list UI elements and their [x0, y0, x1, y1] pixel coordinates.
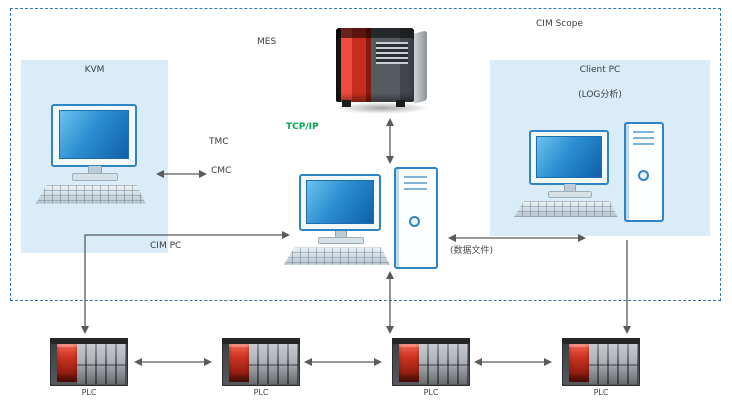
tcpip-link-label: TCP/IP: [286, 122, 319, 132]
plc-divider: [77, 364, 126, 367]
plc-top-rail: [222, 338, 300, 344]
plc-unit-icon: [222, 338, 300, 386]
plc-io-modules: [77, 344, 126, 384]
screen: [306, 179, 374, 224]
plc-cpu-module: [399, 344, 419, 382]
client-pc-label: Client PC: [579, 65, 621, 75]
tower-drive-bays: [633, 130, 655, 147]
plc-io-modules: [419, 344, 468, 384]
monitor-base: [71, 173, 119, 182]
mes-server-icon: [334, 26, 434, 118]
tower-drive-bays: [404, 175, 428, 192]
keyboard-icon: [283, 247, 390, 265]
arrow-plc3-plc4: [474, 358, 552, 366]
plc-io-modules: [589, 344, 638, 384]
kvm-panel: KVM: [21, 60, 168, 253]
plc-top-rail: [562, 338, 640, 344]
cmc-link-label: CMC: [211, 166, 232, 176]
plc-divider: [249, 364, 298, 367]
monitor-icon: [298, 174, 382, 232]
monitor-base: [318, 237, 364, 245]
cim-scope-boundary: [10, 8, 721, 301]
client-pc-tower-icon: [624, 122, 664, 222]
plc-label: PLC: [253, 388, 269, 397]
cim-scope-label: CIM Scope: [536, 19, 583, 29]
plc-unit-icon: [50, 338, 128, 386]
kvm-computer-icon: [35, 104, 150, 216]
plc-label: PLC: [593, 388, 609, 397]
plc-cpu-module: [57, 344, 77, 382]
server-side-panel: [414, 30, 427, 104]
tower-power-button: [408, 216, 420, 228]
client-pc-computer-icon: [513, 130, 622, 228]
data-file-link-label: (数据文件): [450, 246, 494, 256]
plc-top-rail: [392, 338, 470, 344]
plc-label: PLC: [81, 388, 97, 397]
tower-power-button: [637, 170, 649, 182]
keyboard-icon: [35, 184, 146, 204]
mes-label: MES: [257, 37, 277, 47]
tmc-link-label: TMC: [209, 137, 229, 147]
plc-io-modules: [249, 344, 298, 384]
monitor-icon: [51, 104, 137, 167]
arrow-plc1-plc2: [134, 358, 212, 366]
server-foot: [396, 100, 405, 107]
arrow-plc2-plc3: [304, 358, 382, 366]
server-vents: [376, 42, 408, 64]
client-pc-sublabel: (LOG分析): [578, 90, 622, 100]
plc-top-rail: [50, 338, 128, 344]
keyboard-icon: [513, 200, 618, 218]
plc-cpu-module: [569, 344, 589, 382]
kvm-label: KVM: [84, 65, 105, 75]
monitor-icon: [528, 130, 610, 185]
plc-cpu-module: [229, 344, 249, 382]
server-foot: [342, 100, 351, 107]
plc-unit-icon: [392, 338, 470, 386]
monitor-base: [547, 190, 593, 198]
server-shadow: [334, 102, 430, 114]
plc-divider: [589, 364, 638, 367]
screen: [59, 110, 129, 159]
cim-pc-label: CIM PC: [150, 241, 182, 251]
plc-label: PLC: [423, 388, 439, 397]
screen: [536, 135, 602, 178]
server-body: [336, 28, 414, 102]
plc-divider: [419, 364, 468, 367]
cim-pc-tower-icon: [394, 167, 438, 269]
cim-pc-computer-icon: [283, 174, 394, 276]
plc-unit-icon: [562, 338, 640, 386]
